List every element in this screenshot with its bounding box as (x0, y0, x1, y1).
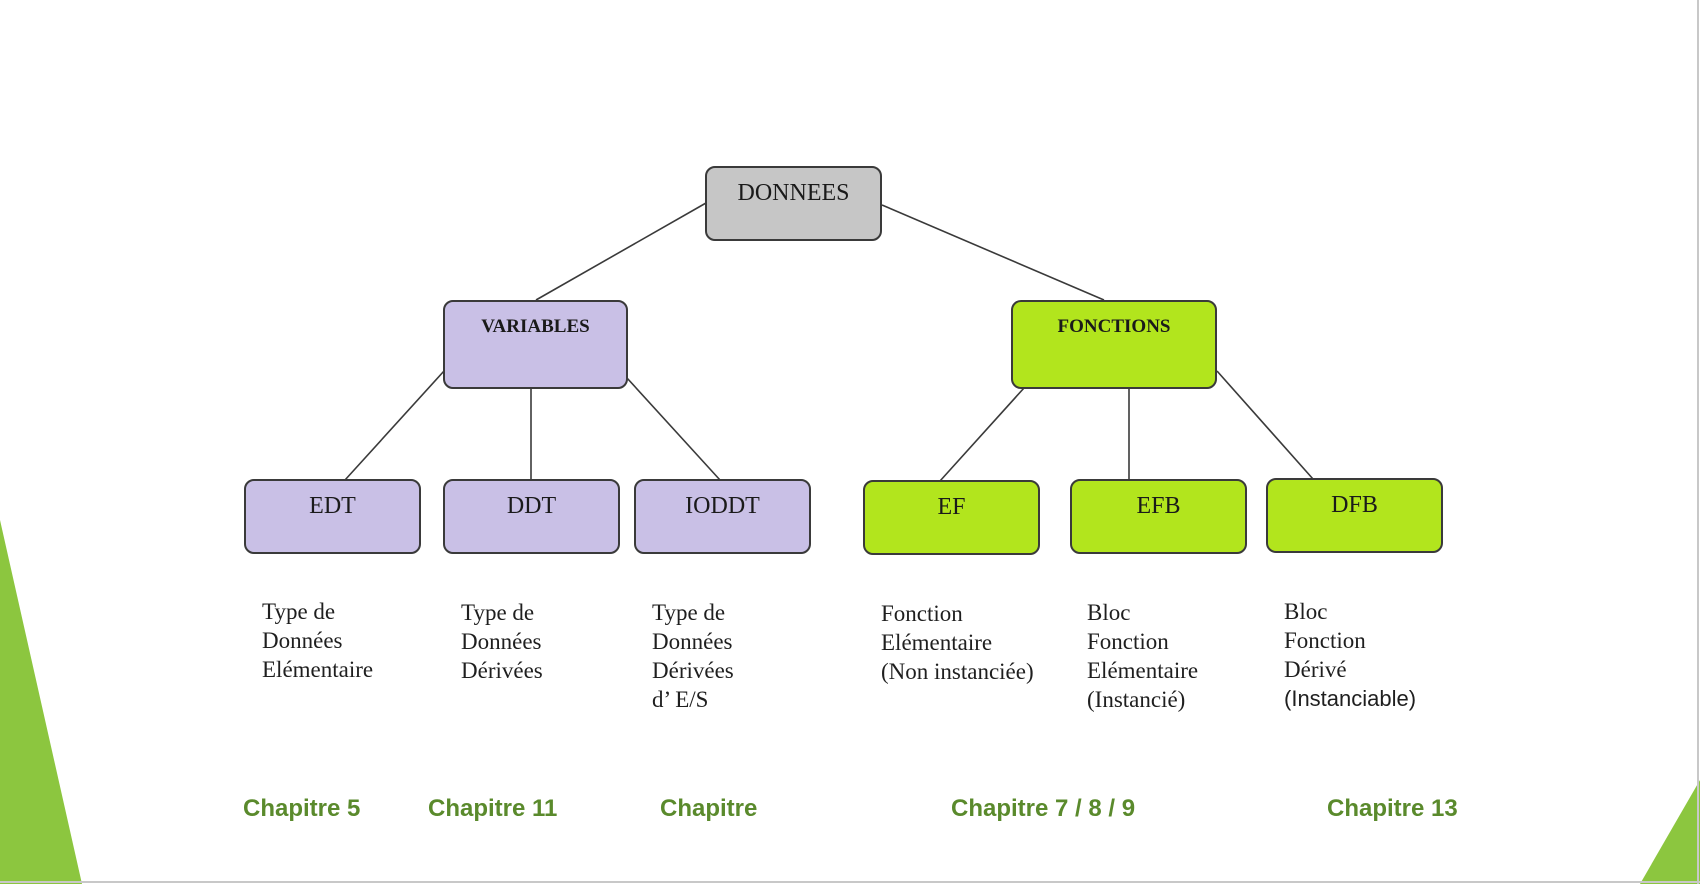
desc-line: Type de (461, 600, 535, 625)
node-ioddt: IODDT (634, 479, 811, 554)
desc-line: Bloc (1284, 599, 1328, 624)
node-variables: VARIABLES (443, 300, 628, 389)
node-dfb: DFB (1266, 478, 1443, 553)
desc-line: Bloc (1087, 600, 1131, 625)
node-efb-label: EFB (1136, 493, 1181, 519)
desc-line: Type de (262, 599, 336, 624)
node-ef-label: EF (937, 494, 966, 520)
chapter-label-ddt: Chapitre 11 (428, 795, 558, 822)
node-edt: EDT (244, 479, 421, 554)
desc-line: Données (461, 629, 542, 654)
edge-variables-edt (344, 370, 445, 481)
desc-edt: Type de Données Elémentaire (262, 597, 373, 684)
node-donnees: DONNEES (705, 166, 882, 241)
chapter-label-fonctions: Chapitre 7 / 8 / 9 (951, 795, 1136, 822)
desc-line: Fonction (1284, 628, 1366, 653)
chapter-label-edt: Chapitre 5 (243, 795, 361, 822)
desc-line: (Non instanciée) (881, 659, 1034, 684)
desc-line: Dérivées (652, 658, 734, 683)
desc-ioddt: Type de Données Dérivées d’ E/S (652, 598, 734, 714)
node-ioddt-label: IODDT (685, 493, 760, 519)
desc-efb: Bloc Fonction Elémentaire (Instancié) (1087, 598, 1198, 714)
edge-donnees-fonctions (881, 204, 1105, 301)
node-fonctions-label: FONCTIONS (1057, 316, 1171, 337)
desc-line: Elémentaire (1087, 658, 1199, 683)
node-ef: EF (863, 480, 1040, 555)
node-variables-label: VARIABLES (481, 316, 590, 337)
right-green-accent (1640, 780, 1700, 884)
desc-line: Elémentaire (881, 630, 993, 655)
edge-donnees-variables (535, 202, 707, 301)
node-fonctions: FONCTIONS (1011, 300, 1217, 389)
chapter-label-ioddt: Chapitre (660, 795, 758, 822)
desc-line: Dérivées (461, 658, 543, 683)
edge-variables-ioddt (626, 377, 721, 481)
node-ddt: DDT (443, 479, 620, 554)
desc-line: (Instanciable) (1284, 686, 1417, 711)
desc-line: Données (262, 628, 343, 653)
desc-line: Données (652, 629, 733, 654)
edge-fonctions-dfb (1216, 370, 1314, 480)
desc-dfb: Bloc Fonction Dérivé (Instanciable) (1284, 597, 1416, 713)
chapter-label-dfb: Chapitre 13 (1327, 795, 1458, 822)
node-donnees-label: DONNEES (737, 180, 850, 206)
node-ddt-label: DDT (506, 493, 557, 519)
desc-ef: Fonction Elémentaire (Non instanciée) (881, 599, 1034, 686)
desc-line: Elémentaire (262, 657, 374, 682)
desc-line: Dérivé (1284, 657, 1347, 682)
node-efb: EFB (1070, 479, 1247, 554)
desc-line: d’ E/S (652, 687, 709, 712)
desc-line: Fonction (1087, 629, 1169, 654)
node-edt-label: EDT (309, 493, 356, 519)
desc-line: (Instancié) (1087, 687, 1186, 712)
left-green-accent (0, 520, 82, 884)
desc-line: Fonction (881, 601, 963, 626)
node-dfb-label: DFB (1331, 492, 1378, 518)
desc-ddt: Type de Données Dérivées (461, 598, 543, 685)
edge-fonctions-ef (939, 387, 1025, 482)
desc-line: Type de (652, 600, 726, 625)
